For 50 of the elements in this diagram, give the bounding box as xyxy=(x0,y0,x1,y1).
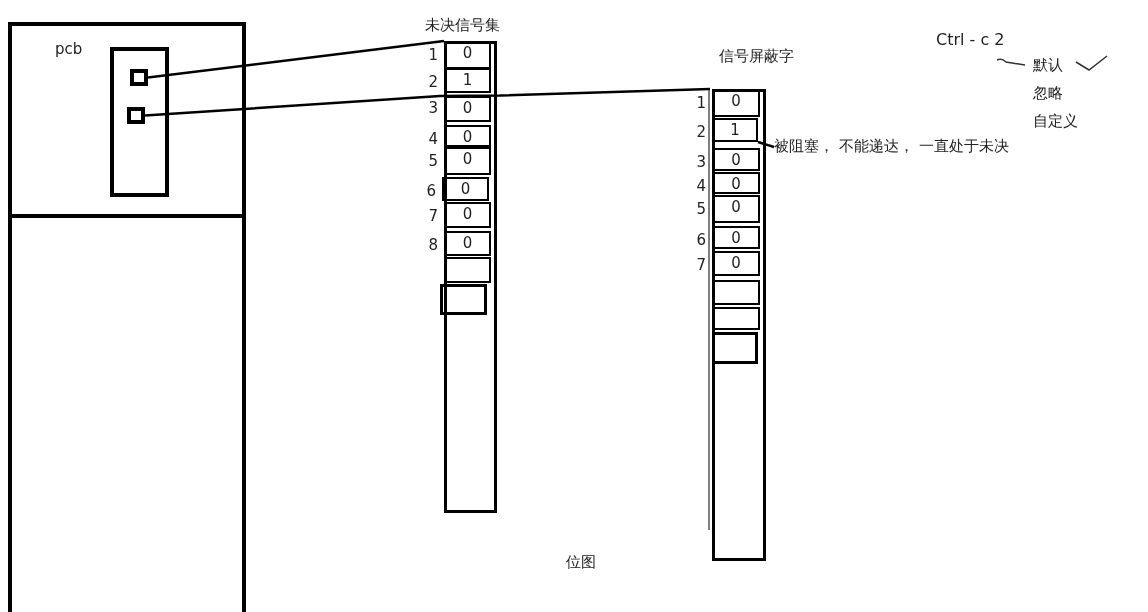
empty-box xyxy=(127,107,145,124)
empty-box xyxy=(444,257,491,283)
text-label: 忽略 xyxy=(1033,84,1063,103)
empty-box xyxy=(110,47,169,197)
empty-box xyxy=(130,69,148,86)
row-number: 7 xyxy=(428,207,438,225)
text-label: 自定义 xyxy=(1033,112,1078,131)
row-number: 5 xyxy=(696,200,706,218)
pcb-label: pcb xyxy=(55,40,83,58)
leader-line xyxy=(757,140,775,149)
bit-value: 0 xyxy=(730,229,742,247)
column-heading: 未决信号集 xyxy=(425,16,500,35)
row-number: 8 xyxy=(428,236,438,254)
empty-box xyxy=(440,284,487,315)
text-label: 位图 xyxy=(566,553,596,572)
bit-value: 0 xyxy=(461,234,474,252)
row-number: 3 xyxy=(696,153,706,171)
empty-box xyxy=(712,307,760,330)
connector-line xyxy=(147,39,445,79)
row-number: 5 xyxy=(428,152,438,170)
row-number: 7 xyxy=(696,256,706,274)
row-number: 4 xyxy=(696,177,706,195)
column-heading: 信号屏蔽字 xyxy=(719,47,794,66)
row-number: 1 xyxy=(696,94,706,112)
bit-value: 0 xyxy=(730,92,742,110)
annotation-text: 被阻塞， 不能递达， 一直处于未决 xyxy=(774,137,1009,155)
bit-value: 1 xyxy=(461,71,474,89)
empty-box xyxy=(712,332,758,364)
bit-value: 0 xyxy=(461,128,474,146)
row-number: 6 xyxy=(426,182,436,200)
bit-value: 0 xyxy=(730,175,742,193)
bit-value: 0 xyxy=(461,99,474,117)
bit-value: 0 xyxy=(459,180,472,198)
row-number: 4 xyxy=(428,130,438,148)
bit-value: 0 xyxy=(461,205,474,223)
row-number: 2 xyxy=(696,123,706,141)
bit-value: 0 xyxy=(730,151,742,169)
empty-box xyxy=(712,280,760,305)
text-label: Ctrl - c 2 xyxy=(936,30,1005,49)
bit-value: 0 xyxy=(461,44,474,62)
bit-value: 1 xyxy=(729,121,741,139)
row-number: 6 xyxy=(696,231,706,249)
row-number: 3 xyxy=(428,99,438,117)
row-number: 2 xyxy=(428,73,438,91)
row-number: 1 xyxy=(428,46,438,64)
bit-value: 0 xyxy=(730,198,742,216)
text-label: 默认 xyxy=(1033,56,1063,75)
bit-value: 0 xyxy=(461,150,474,168)
empty-box xyxy=(8,214,246,612)
bit-value: 0 xyxy=(730,254,742,272)
